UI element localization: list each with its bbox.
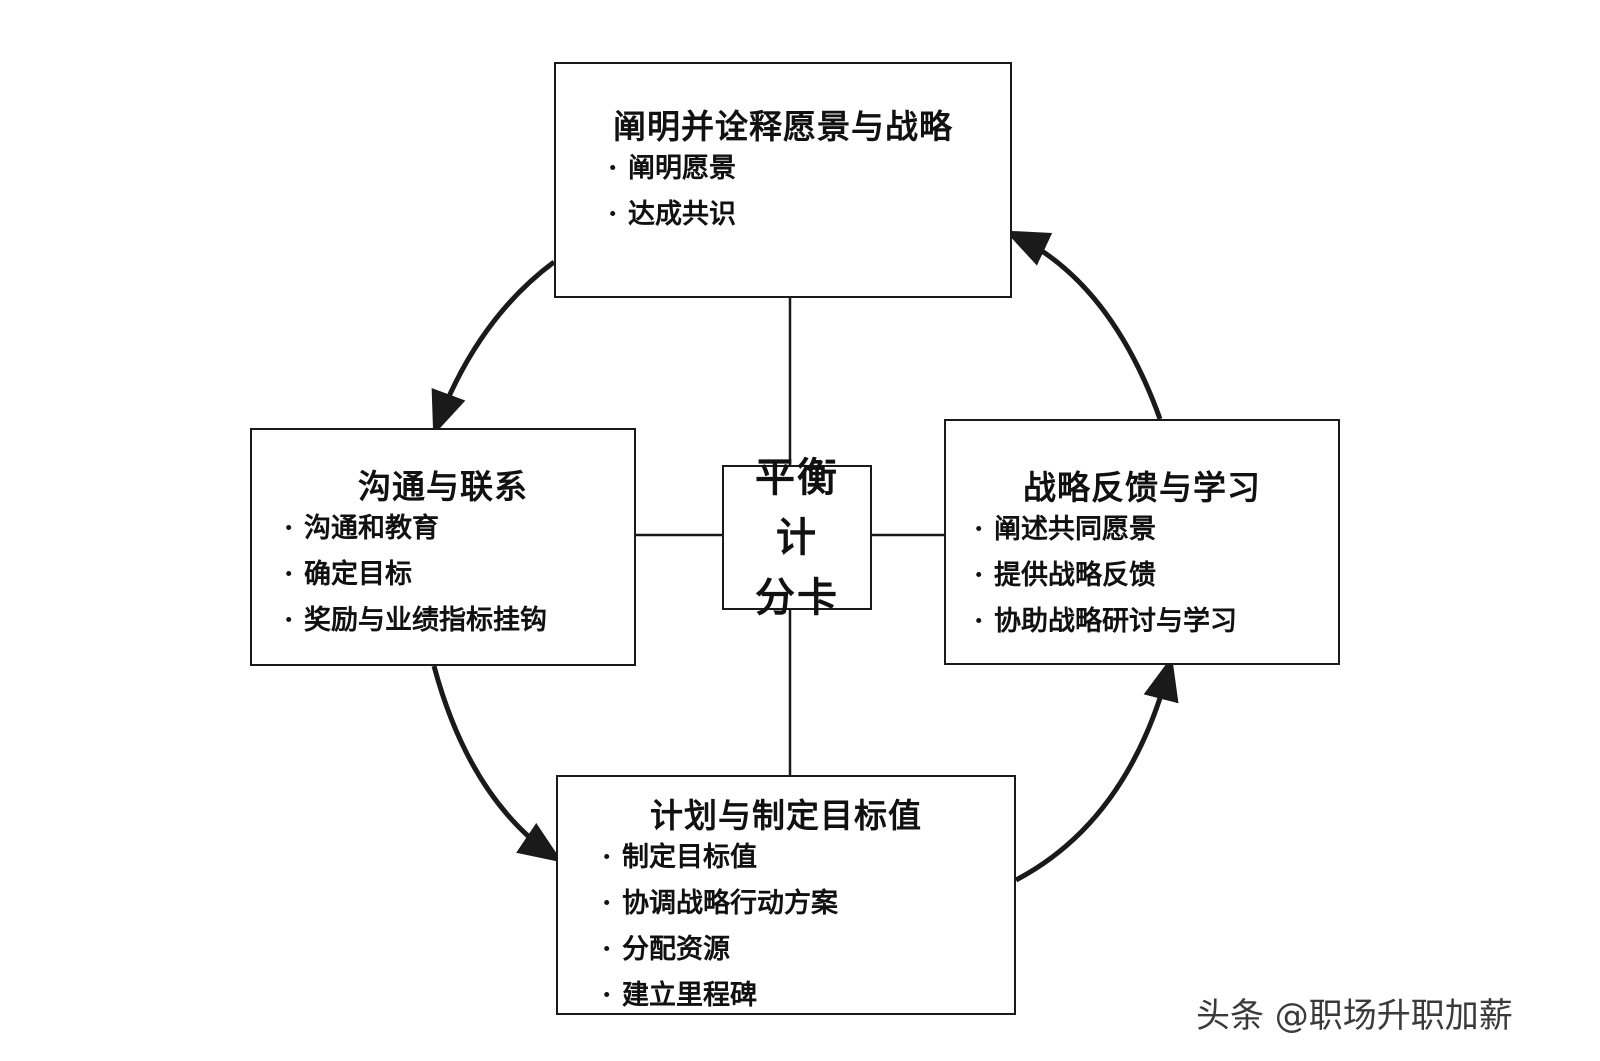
list-item: ·建立里程碑: [602, 973, 838, 1019]
list-item: ·阐明愿景: [608, 146, 736, 192]
list-item: ·沟通和教育: [284, 506, 547, 552]
bullet-dot: ·: [284, 605, 294, 636]
planning-targets-box: 计划与制定目标值 ·制定目标值 ·协调战略行动方案 ·分配资源 ·建立里程碑: [556, 775, 1016, 1015]
bullet-dot: ·: [602, 842, 612, 873]
arrow-bottom-to-right: [1014, 656, 1179, 883]
feedback-learning-title: 战略反馈与学习: [1023, 468, 1261, 507]
list-item: ·达成共识: [608, 192, 736, 238]
arrow-right-to-top: [1004, 230, 1163, 420]
balanced-scorecard-center-box: 平衡计 分卡: [722, 454, 872, 621]
vision-strategy-box: 阐明并诠释愿景与战略 ·阐明愿景 ·达成共识: [554, 62, 1012, 298]
communication-box: 沟通与联系 ·沟通和教育 ·确定目标 ·奖励与业绩指标挂钩: [250, 428, 636, 666]
communication-list: ·沟通和教育 ·确定目标 ·奖励与业绩指标挂钩: [284, 506, 547, 644]
center-label-line-1: 平衡计: [755, 453, 839, 561]
arrow-left-to-bottom: [431, 665, 563, 863]
bullet-dot: ·: [974, 514, 984, 545]
vision-strategy-list: ·阐明愿景 ·达成共识: [608, 146, 736, 238]
bullet-dot: ·: [602, 934, 612, 965]
vision-strategy-title: 阐明并诠释愿景与战略: [613, 107, 953, 146]
list-item: ·协助战略研讨与学习: [974, 599, 1237, 645]
list-item: ·奖励与业绩指标挂钩: [284, 598, 547, 644]
bullet-dot: ·: [608, 199, 618, 230]
balanced-scorecard-label: 平衡计 分卡: [737, 448, 857, 628]
bullet-dot: ·: [602, 888, 612, 919]
bullet-dot: ·: [974, 606, 984, 637]
communication-title: 沟通与联系: [358, 467, 528, 506]
feedback-learning-list: ·阐述共同愿景 ·提供战略反馈 ·协助战略研讨与学习: [974, 507, 1237, 645]
list-item: ·确定目标: [284, 552, 547, 598]
planning-targets-list: ·制定目标值 ·协调战略行动方案 ·分配资源 ·建立里程碑: [602, 835, 838, 1019]
planning-targets-title: 计划与制定目标值: [650, 796, 922, 835]
feedback-learning-box: 战略反馈与学习 ·阐述共同愿景 ·提供战略反馈 ·协助战略研讨与学习: [944, 419, 1340, 665]
list-item: ·协调战略行动方案: [602, 881, 838, 927]
source-watermark: 头条 @职场升职加薪: [1196, 996, 1513, 1036]
list-item: ·制定目标值: [602, 835, 838, 881]
bullet-dot: ·: [974, 560, 984, 591]
bullet-dot: ·: [284, 559, 294, 590]
bullet-dot: ·: [608, 153, 618, 184]
arrow-top-to-left: [431, 259, 556, 436]
bullet-dot: ·: [602, 980, 612, 1011]
bullet-dot: ·: [284, 513, 294, 544]
list-item: ·提供战略反馈: [974, 553, 1237, 599]
list-item: ·阐述共同愿景: [974, 507, 1237, 553]
list-item: ·分配资源: [602, 927, 838, 973]
center-label-line-2: 分卡: [755, 573, 839, 621]
